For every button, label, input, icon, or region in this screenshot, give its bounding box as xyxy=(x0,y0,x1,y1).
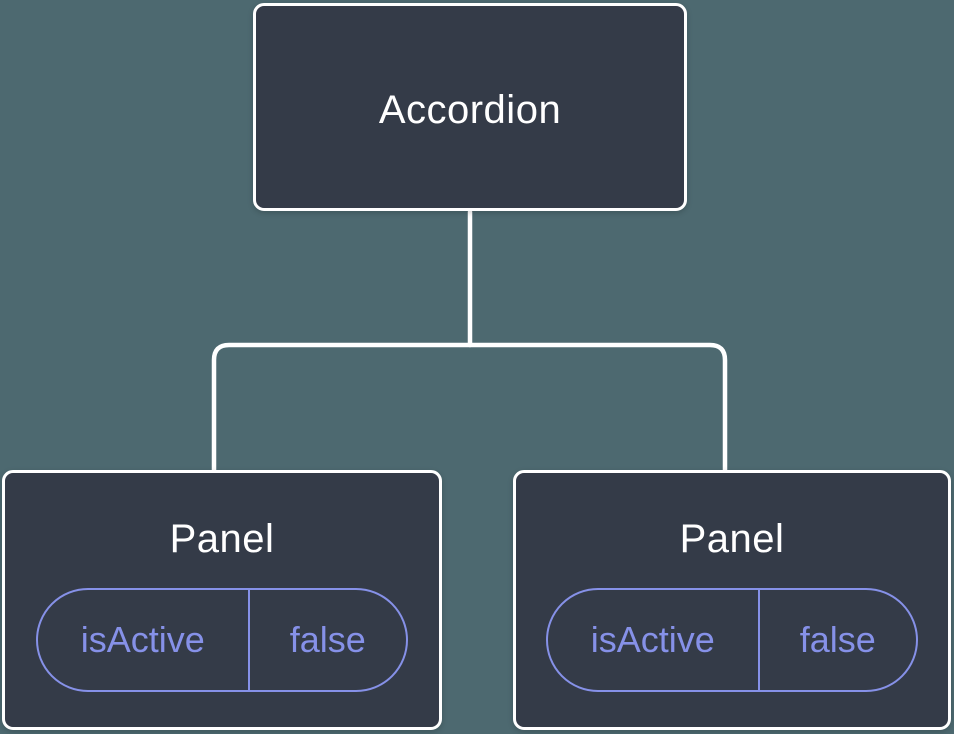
node-accordion-label: Accordion xyxy=(378,87,562,132)
node-panel-right-label: Panel xyxy=(679,516,785,561)
state-key-label: isActive xyxy=(38,589,250,690)
state-value-label: false xyxy=(799,618,876,660)
node-accordion: Accordion xyxy=(253,3,687,211)
node-panel-right: Panel isActive false xyxy=(513,470,951,730)
node-panel-left: Panel isActive false xyxy=(2,470,442,730)
node-panel-left-label: Panel xyxy=(169,516,275,561)
connector-branch xyxy=(211,342,728,474)
state-key-label: isActive xyxy=(548,589,760,690)
state-pill-right: isActive false xyxy=(546,587,918,692)
state-value-label: false xyxy=(289,618,366,660)
state-pill-left: isActive false xyxy=(36,587,408,692)
